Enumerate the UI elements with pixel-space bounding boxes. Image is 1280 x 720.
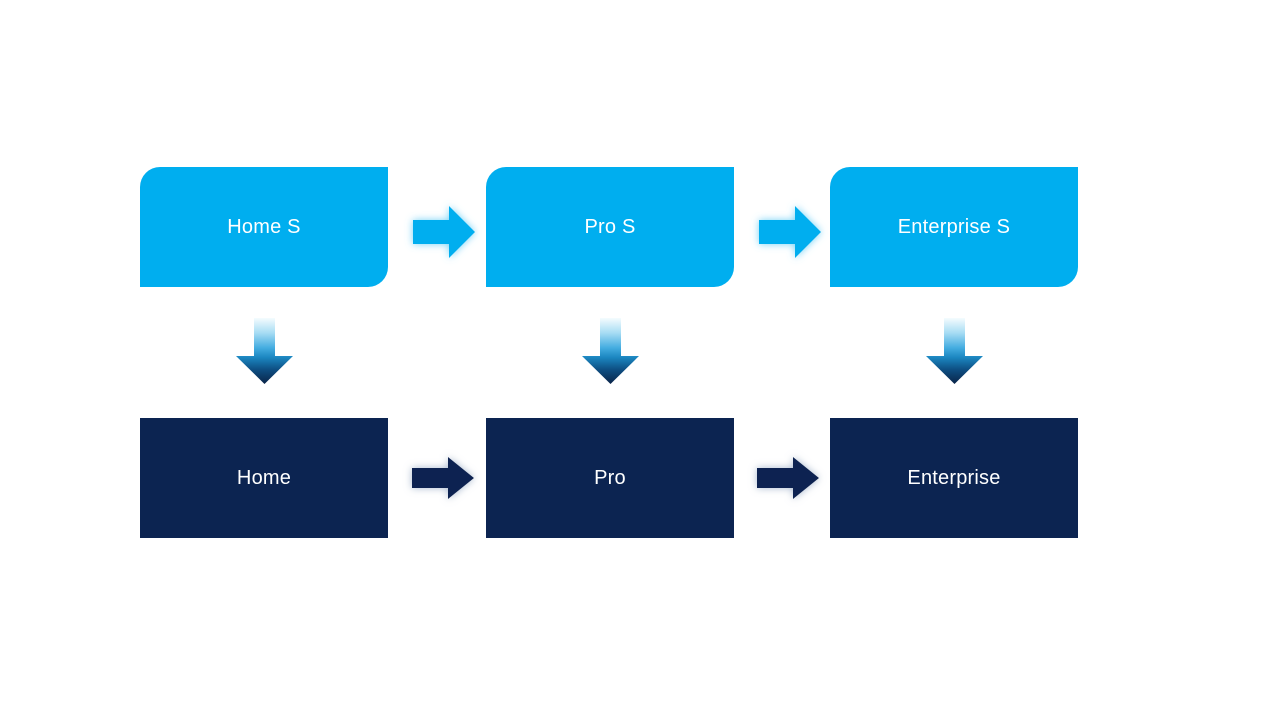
node-pro-s: Pro S [486, 167, 734, 287]
right-arrow-shape [413, 206, 475, 258]
down-arrow-icon [236, 318, 293, 384]
right-arrow-shape [412, 457, 474, 499]
node-enterprise-s: Enterprise S [830, 167, 1078, 287]
down-arrow-shape [926, 318, 983, 384]
node-label: Pro [594, 466, 626, 489]
down-arrow-icon [582, 318, 639, 384]
node-label: Home S [227, 215, 301, 238]
down-arrow-shape [582, 318, 639, 384]
right-arrow-icon [759, 206, 821, 258]
node-label: Enterprise S [897, 215, 1011, 238]
node-label: Enterprise [907, 466, 1001, 489]
node-label: Pro S [584, 215, 636, 238]
node-home-s: Home S [140, 167, 388, 287]
right-arrow-icon [412, 457, 474, 499]
node-home: Home [140, 418, 388, 538]
right-arrow-icon [757, 457, 819, 499]
right-arrow-icon [413, 206, 475, 258]
down-arrow-shape [236, 318, 293, 384]
right-arrow-shape [759, 206, 821, 258]
node-pro: Pro [486, 418, 734, 538]
node-label: Home [236, 466, 292, 489]
node-enterprise: Enterprise [830, 418, 1078, 538]
down-arrow-icon [926, 318, 983, 384]
right-arrow-shape [757, 457, 819, 499]
